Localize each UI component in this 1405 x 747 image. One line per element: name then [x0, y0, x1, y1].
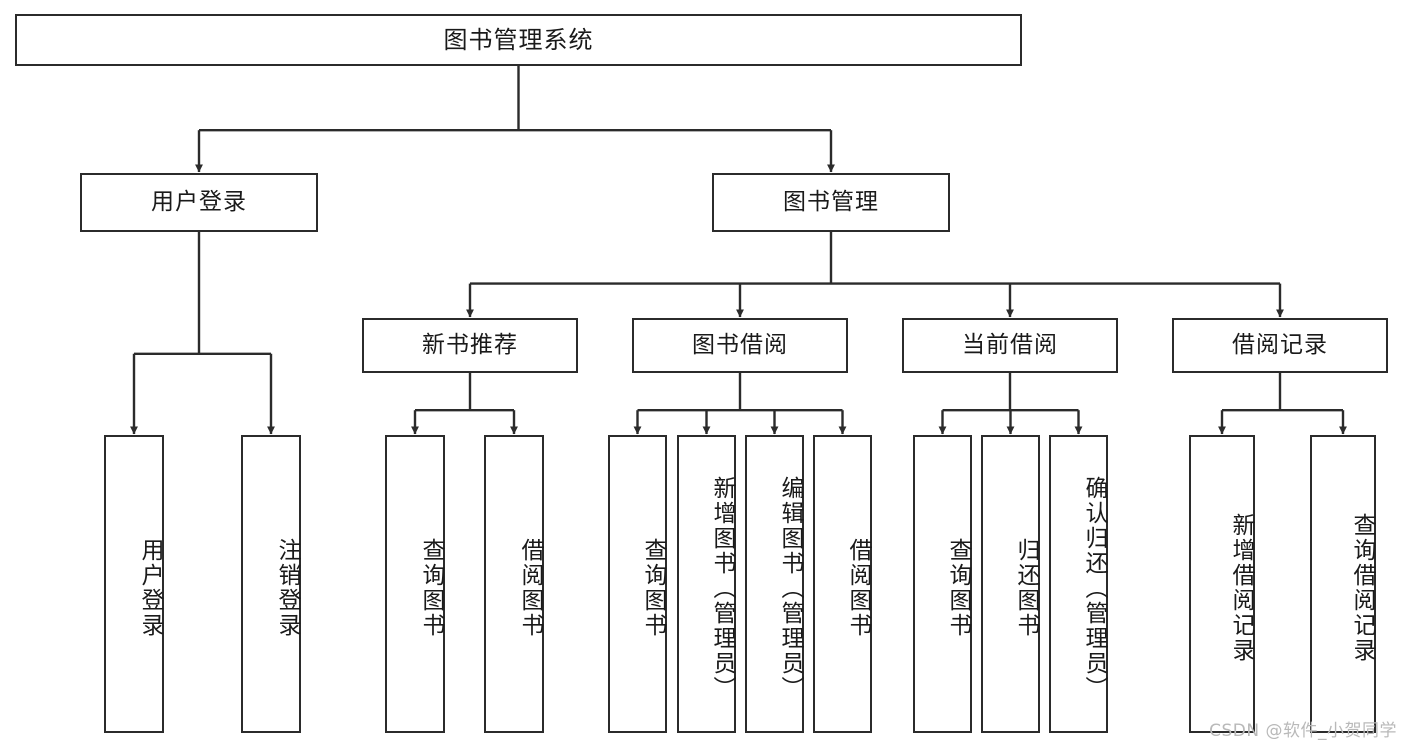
node-user-login[interactable]: 用户登录: [80, 173, 318, 232]
node-label: 查询图书: [418, 538, 444, 638]
node-current-borrow[interactable]: 当前借阅: [902, 318, 1118, 373]
node-leaf-add-book[interactable]: 新增图书（管理员）: [677, 435, 736, 733]
node-borrow-record[interactable]: 借阅记录: [1172, 318, 1388, 373]
node-label: 查询借阅记录: [1349, 513, 1375, 663]
node-leaf-user-logout[interactable]: 注销登录: [241, 435, 301, 733]
node-root[interactable]: 图书管理系统: [15, 14, 1022, 66]
node-label: 查询图书: [945, 538, 971, 638]
node-leaf-borrow-book-1[interactable]: 借阅图书: [484, 435, 544, 733]
node-leaf-return-book[interactable]: 归还图书: [981, 435, 1040, 733]
node-leaf-edit-book[interactable]: 编辑图书（管理员）: [745, 435, 804, 733]
watermark-text: CSDN @软件_小贺同学: [1209, 721, 1397, 741]
node-leaf-query-book-3[interactable]: 查询图书: [913, 435, 972, 733]
node-book-manage[interactable]: 图书管理: [712, 173, 950, 232]
node-leaf-user-login[interactable]: 用户登录: [104, 435, 164, 733]
node-label: 查询图书: [640, 538, 666, 638]
node-label: 归还图书: [1013, 538, 1039, 638]
node-leaf-query-record[interactable]: 查询借阅记录: [1310, 435, 1376, 733]
node-book-borrow[interactable]: 图书借阅: [632, 318, 848, 373]
node-leaf-confirm-return[interactable]: 确认归还（管理员）: [1049, 435, 1108, 733]
node-label: 借阅图书: [517, 538, 543, 638]
node-label: 用户登录: [137, 538, 163, 638]
node-label: 图书管理: [783, 188, 879, 215]
node-label: 新增借阅记录: [1228, 513, 1254, 663]
node-label: 图书借阅: [692, 331, 788, 358]
node-label: 借阅记录: [1232, 331, 1328, 358]
node-label: 借阅图书: [845, 538, 871, 638]
node-label: 新增图书（管理员）: [709, 475, 735, 701]
node-label: 确认归还（管理员）: [1081, 475, 1107, 701]
node-leaf-add-record[interactable]: 新增借阅记录: [1189, 435, 1255, 733]
node-leaf-query-book-2[interactable]: 查询图书: [608, 435, 667, 733]
node-label: 注销登录: [274, 538, 300, 638]
node-label: 新书推荐: [422, 331, 518, 358]
node-label: 图书管理系统: [443, 25, 594, 54]
node-new-book-rec[interactable]: 新书推荐: [362, 318, 578, 373]
node-label: 编辑图书（管理员）: [777, 475, 803, 701]
node-label: 用户登录: [151, 188, 247, 215]
node-leaf-borrow-book-2[interactable]: 借阅图书: [813, 435, 872, 733]
node-leaf-query-book-1[interactable]: 查询图书: [385, 435, 445, 733]
node-label: 当前借阅: [962, 331, 1058, 358]
